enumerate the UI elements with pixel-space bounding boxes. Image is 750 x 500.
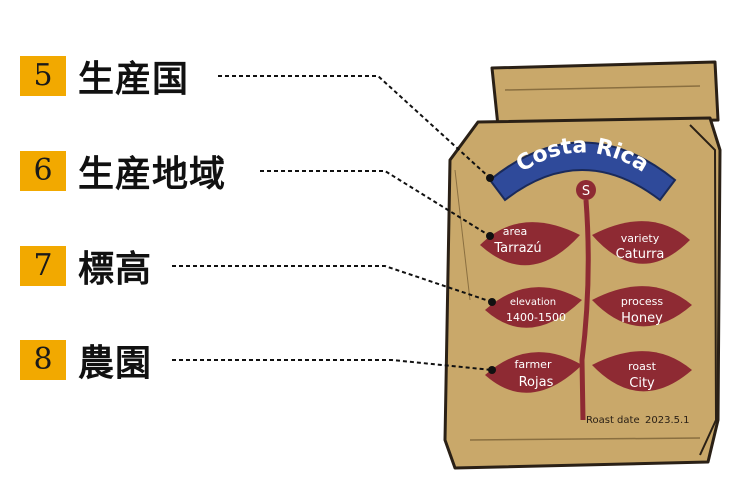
logo-letter: S [582,184,590,199]
svg-text:farmer: farmer [515,358,552,371]
label-row-country: 5 生産国 [20,56,189,100]
svg-text:roast: roast [628,360,656,373]
leader-line-elevation [172,265,493,303]
svg-text:Tarrazú: Tarrazú [493,241,541,256]
leader-line-farm [172,359,493,371]
leader-line-country [218,75,491,179]
leaf-area: area Tarrazú [480,222,580,266]
number-badge: 7 [20,246,66,286]
label-elevation: 標高 [78,249,153,290]
svg-text:Caturra: Caturra [616,247,665,262]
leader-dots [486,174,496,374]
leaf-process: process Honey [592,286,692,327]
number-badge: 8 [20,340,66,380]
svg-text:process: process [621,295,664,308]
country-banner: Costa Rica [488,133,677,202]
label-farm: 農園 [78,343,153,384]
svg-text:area: area [503,225,528,238]
label-region: 生産地域 [78,154,227,195]
leaf-variety: variety Caturra [592,221,690,264]
number-badge: 5 [20,56,66,96]
label-row-farm: 8 農園 [20,340,152,384]
label-country: 生産国 [78,59,190,100]
svg-text:Honey: Honey [621,311,663,326]
leaf-elevation: elevation 1400-1500 [485,287,582,328]
svg-text:1400-1500: 1400-1500 [506,311,566,324]
svg-text:Rojas: Rojas [519,375,554,390]
roast-date-value: 2023.5.1 [645,415,690,426]
leader-lines [172,75,493,371]
label-row-region: 6 生産地域 [20,151,226,195]
logo-icon [576,180,596,200]
svg-text:variety: variety [621,232,660,245]
label-row-elevation: 7 標高 [20,246,152,290]
number-badge: 6 [20,151,66,191]
plant-stem [579,199,591,421]
svg-text:City: City [629,376,655,391]
leaf-farmer: farmer Rojas [485,352,582,393]
leaf-roast: roast City [592,351,692,392]
roast-date-label: Roast date [586,415,640,426]
svg-text:elevation: elevation [510,297,556,308]
